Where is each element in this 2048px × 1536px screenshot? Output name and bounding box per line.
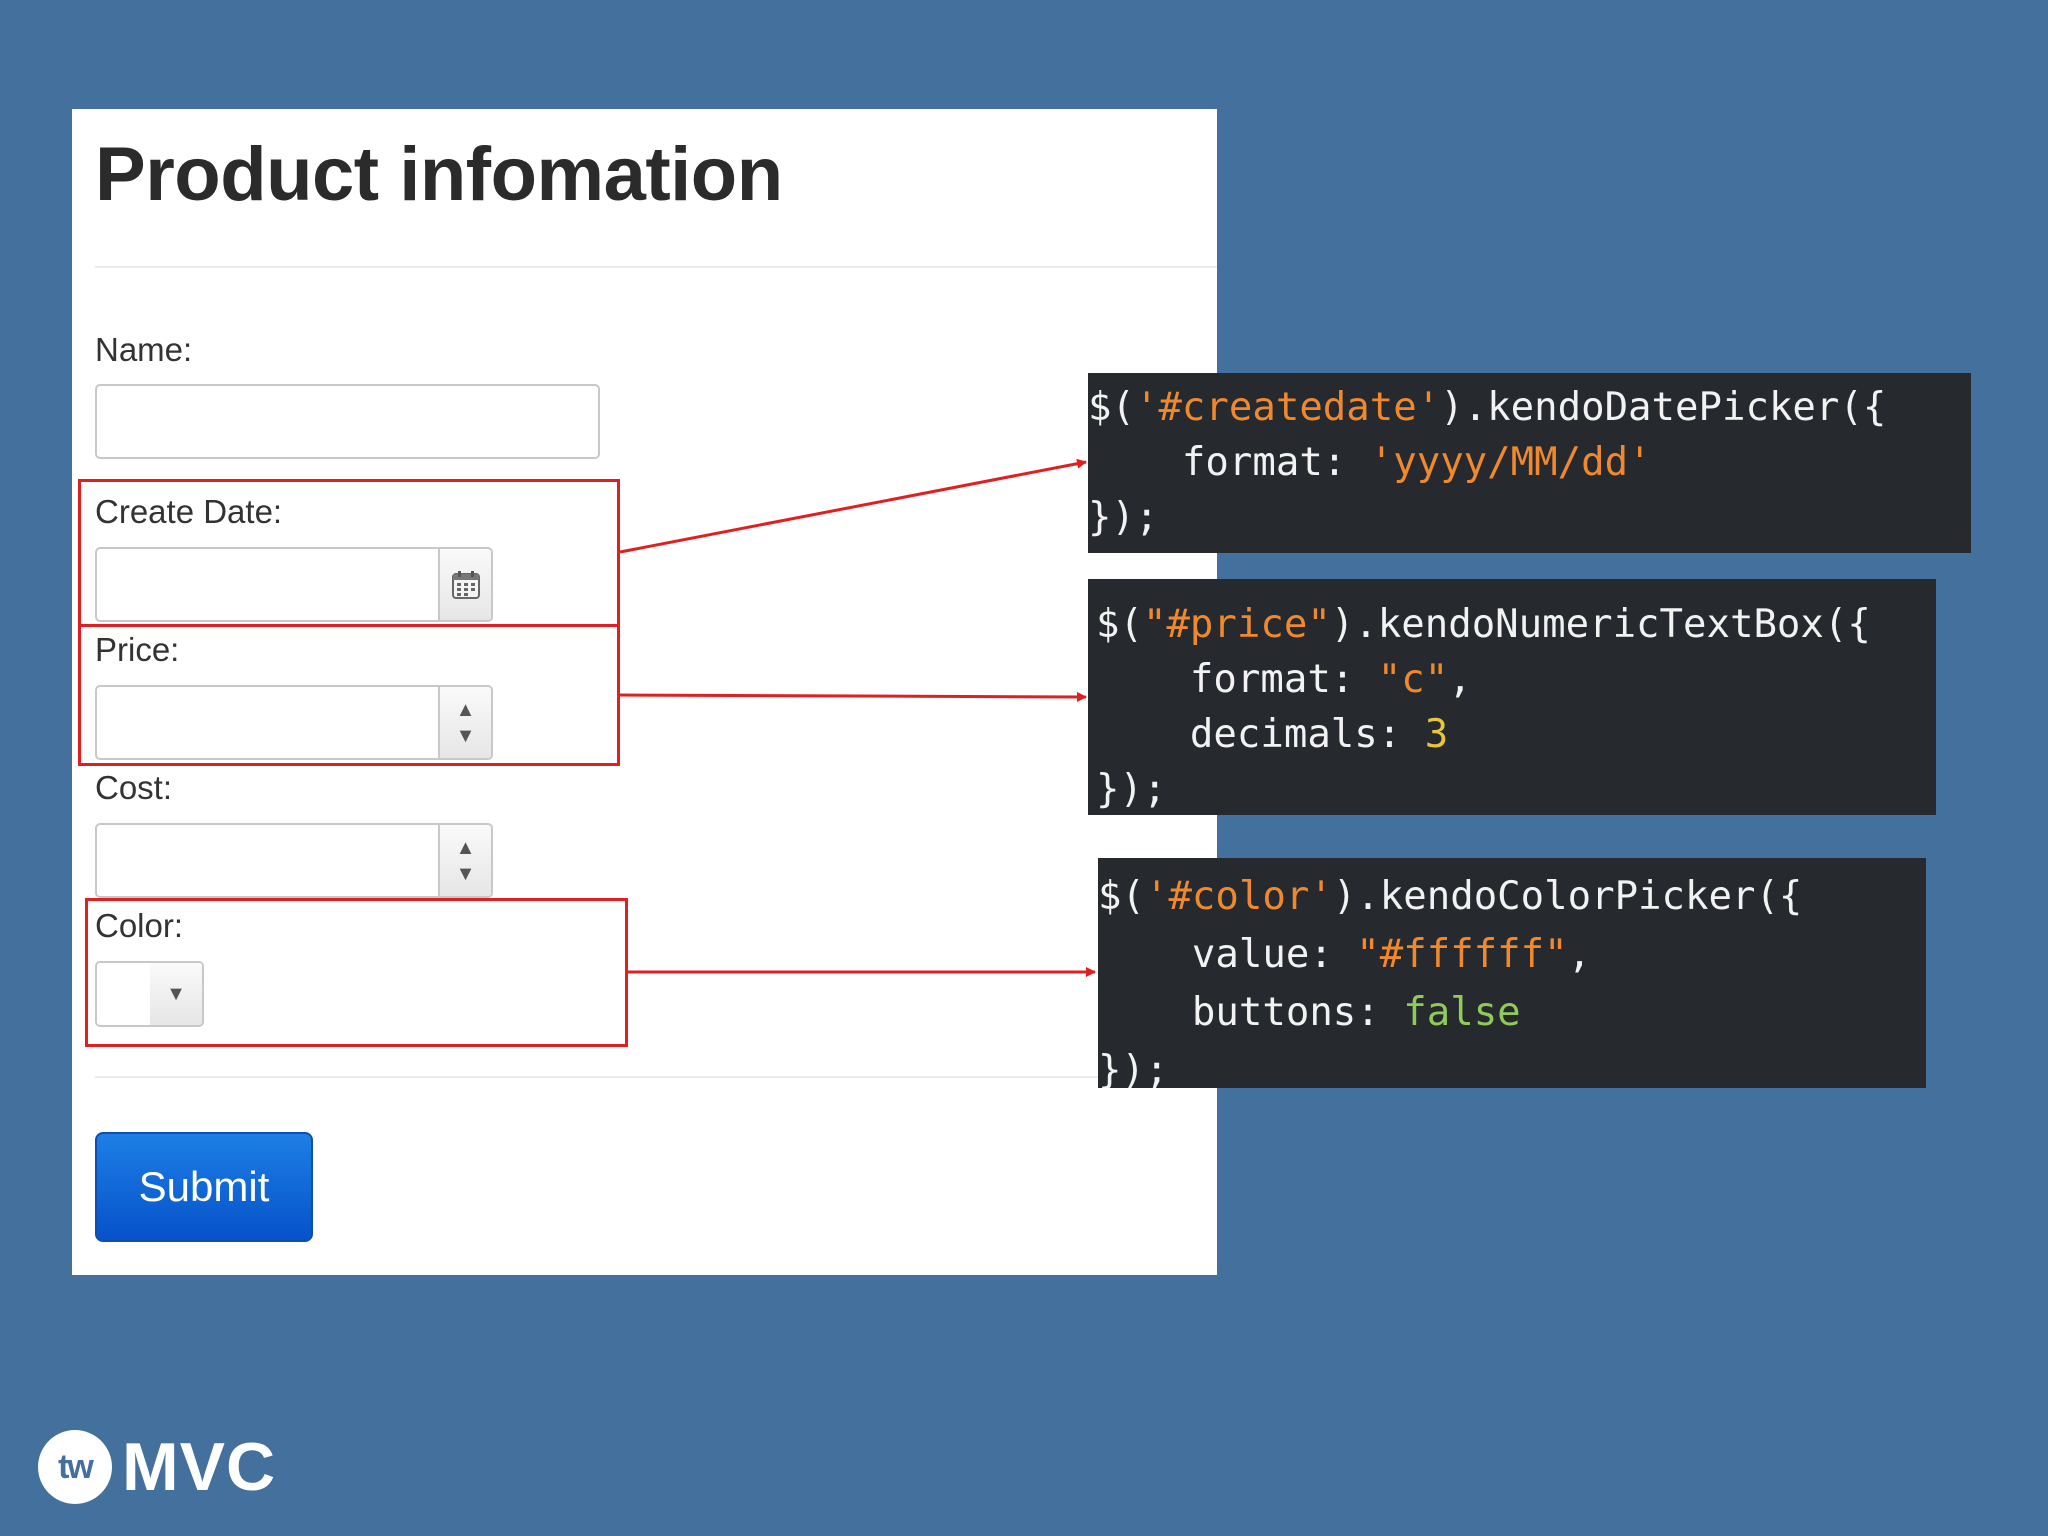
price-label: Price: — [95, 631, 180, 668]
create-date-label: Create Date: — [95, 493, 283, 530]
create-date-picker[interactable] — [95, 547, 493, 622]
color-picker[interactable]: ▼ — [95, 961, 204, 1027]
price-highlight — [78, 624, 620, 766]
chevron-down-icon[interactable]: ▼ — [150, 963, 202, 1025]
spin-up-icon[interactable]: ▲ — [455, 698, 476, 721]
cost-input[interactable]: ▲ ▼ — [95, 823, 493, 898]
arrow-datepicker — [619, 458, 1087, 554]
page-title: Product infomation — [95, 132, 783, 217]
cost-spinner[interactable]: ▲ ▼ — [438, 825, 491, 896]
product-form-panel: Product infomation Name: Create Date: — [72, 109, 1217, 1275]
form-divider — [95, 1076, 1217, 1078]
colorpicker-code-block: $('#color').kendoColorPicker({ value: "#… — [1098, 858, 1926, 1088]
spin-down-icon[interactable]: ▼ — [455, 724, 476, 747]
spin-down-icon[interactable]: ▼ — [455, 862, 476, 885]
arrow-numeric — [619, 691, 1087, 702]
name-label: Name: — [95, 331, 193, 368]
price-spinner[interactable]: ▲ ▼ — [438, 687, 491, 758]
color-label: Color: — [95, 907, 184, 944]
calendar-button[interactable] — [438, 549, 491, 620]
spin-up-icon[interactable]: ▲ — [455, 836, 476, 859]
logo-text: MVC — [122, 1429, 277, 1505]
datepicker-code-block: $('#createdate').kendoDatePicker({ forma… — [1088, 373, 1971, 553]
color-highlight — [85, 898, 628, 1047]
cost-label: Cost: — [95, 769, 173, 806]
title-divider — [95, 266, 1217, 268]
logo-mark: tw — [38, 1430, 112, 1504]
name-input[interactable] — [95, 384, 600, 459]
calendar-icon — [451, 570, 480, 599]
price-input[interactable]: ▲ ▼ — [95, 685, 493, 760]
numeric-code-block: $("#price").kendoNumericTextBox({ format… — [1088, 579, 1936, 815]
submit-button[interactable]: Submit — [95, 1132, 313, 1242]
brand-logo: tw MVC — [38, 1428, 276, 1506]
